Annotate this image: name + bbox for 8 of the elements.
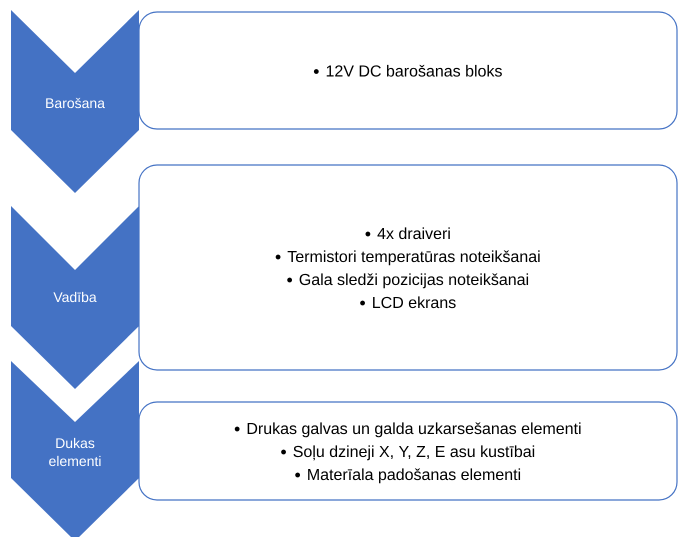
node-label: Materīala padošanas elementi [308,468,520,484]
node-label: Gala sledži pozicijas noteikšanai [300,273,528,288]
node-label: Drukas galvas un galda uzkarsešanas elementi [248,422,581,438]
node-label: 12V DC barošanas bloks [326,64,502,77]
node-label: Soļu dzineji X, Y, Z, E asu kustībai [293,445,534,460]
node-label: 4x draiveri [377,227,450,240]
node-label: LCD ekrans [373,296,456,308]
node-label: Termistori temperatūras noteikšanai [288,250,540,266]
